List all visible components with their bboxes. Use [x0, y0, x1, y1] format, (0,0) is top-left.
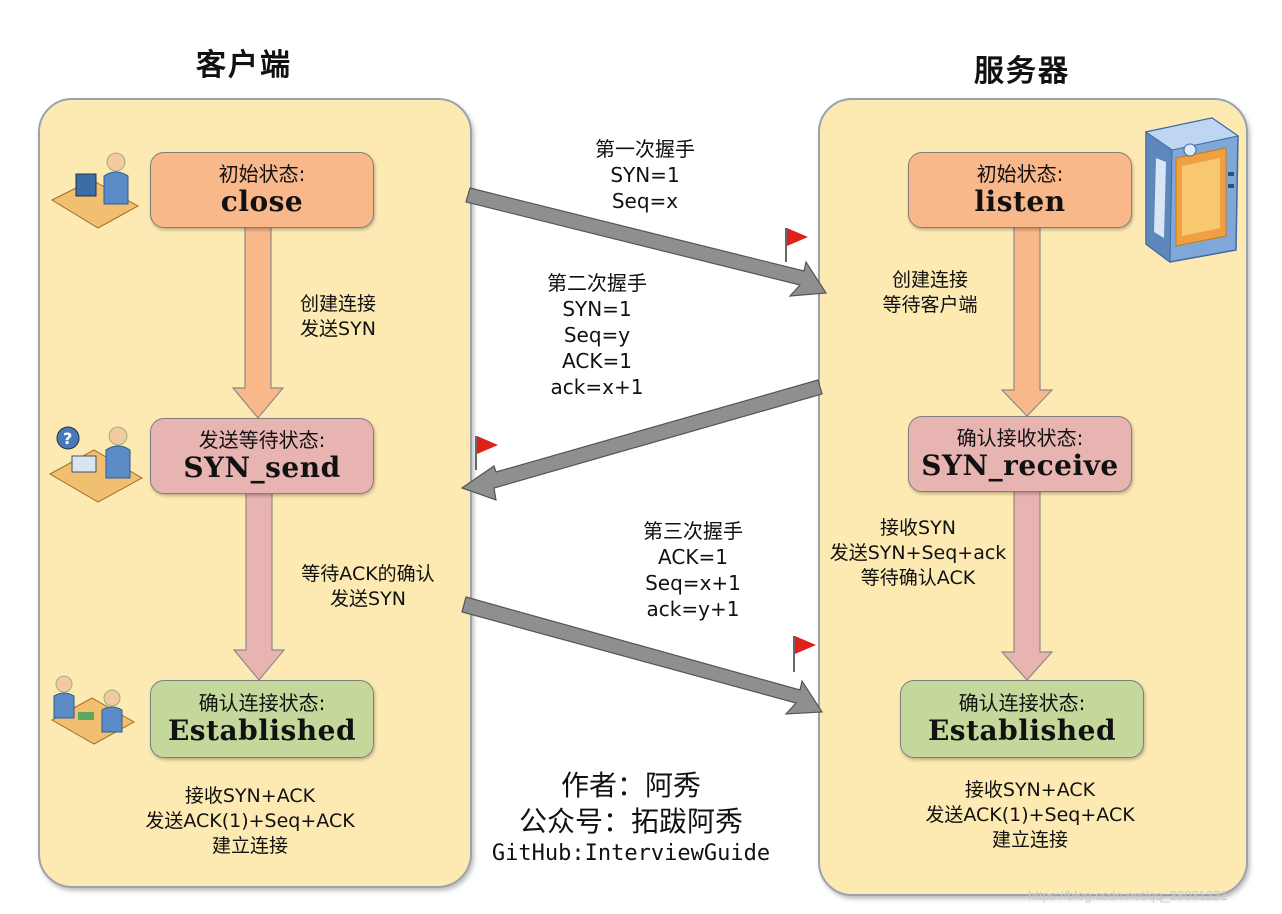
state-value: SYN_send: [183, 451, 341, 484]
handshake-3: 第三次握手 ACK=1 Seq=x+1 ack=y+1: [608, 518, 778, 622]
state-label: 初始状态:: [976, 162, 1064, 186]
handshake-arrow-1: [465, 187, 828, 297]
flag-icon-2: [475, 436, 498, 470]
handshake-line: Seq=x+1: [645, 571, 741, 595]
account-credit: 公众号：拓跋阿秀: [518, 805, 743, 838]
handshake-line: Seq=y: [563, 323, 631, 347]
flag-icon-3: [793, 636, 816, 672]
note-line: 发送SYN: [330, 588, 406, 610]
note-line: 创建连接: [299, 293, 376, 315]
note-line: 建立连接: [211, 835, 288, 857]
svg-text:?: ?: [63, 429, 72, 448]
server-down-arrow-2: [1000, 489, 1054, 681]
server-state-established: 确认连接状态: Established: [900, 680, 1144, 758]
client-down-arrow-2: [232, 491, 286, 681]
handshake-arrow-2: [460, 379, 823, 501]
note-line: 发送SYN+Seq+ack: [829, 542, 1007, 564]
server-title: 服务器: [974, 54, 1070, 89]
note-line: 等待确认ACK: [860, 567, 976, 589]
state-label: 确认连接状态:: [958, 691, 1086, 715]
handshake-1: 第一次握手 SYN=1 Seq=x: [560, 136, 730, 214]
server-state-listen: 初始状态: listen: [908, 152, 1132, 228]
user-computer-icon: [50, 152, 140, 229]
client-final-note: 接收SYN+ACK 发送ACK(1)+Seq+ACK 建立连接: [120, 784, 380, 859]
handshake-line: ACK=1: [658, 545, 728, 569]
handshake-title: 第二次握手: [547, 271, 647, 295]
handshake-line: SYN=1: [610, 163, 680, 187]
flag-icon-1: [785, 228, 808, 262]
watermark: https://blog.csdn.net/qq_38031221: [1028, 888, 1228, 903]
state-value: close: [220, 185, 304, 218]
handshake-line: SYN=1: [562, 297, 632, 321]
client-down-arrow-1: [231, 225, 285, 419]
note-line: 等待客户端: [882, 294, 978, 316]
handshake-title: 第三次握手: [643, 519, 743, 543]
state-value: Established: [167, 714, 357, 747]
state-label: 初始状态:: [218, 162, 306, 186]
server-final-note: 接收SYN+ACK 发送ACK(1)+Seq+ACK 建立连接: [900, 778, 1160, 853]
user-question-icon: ?: [48, 426, 144, 503]
note-line: 接收SYN: [880, 517, 956, 539]
note-line: 接收SYN+ACK: [184, 785, 316, 807]
users-meeting-icon: [50, 675, 136, 745]
state-value: listen: [974, 185, 1066, 218]
note-line: 发送ACK(1)+Seq+ACK: [145, 810, 355, 832]
handshake-line: ack=y+1: [646, 597, 740, 621]
handshake-2: 第二次握手 SYN=1 Seq=y ACK=1 ack=x+1: [512, 270, 682, 400]
note-line: 接收SYN+ACK: [964, 779, 1096, 801]
server-state-syn-receive: 确认接收状态: SYN_receive: [908, 416, 1132, 492]
server-transition-1: 创建连接 等待客户端: [850, 268, 1010, 318]
client-transition-1: 创建连接 发送SYN: [268, 292, 408, 342]
handshake-title: 第一次握手: [595, 137, 695, 161]
client-state-close: 初始状态: close: [150, 152, 374, 228]
state-label: 发送等待状态:: [198, 428, 326, 452]
handshake-line: Seq=x: [611, 189, 679, 213]
handshake-line: ack=x+1: [550, 375, 644, 399]
server-down-arrow-1: [1000, 225, 1054, 417]
client-state-established: 确认连接状态: Established: [150, 680, 374, 758]
note-line: 发送ACK(1)+Seq+ACK: [925, 804, 1135, 826]
handshake-line: ACK=1: [562, 349, 632, 373]
credits: 作者：阿秀 公众号：拓跋阿秀 GitHub:InterviewGuide: [456, 768, 806, 868]
github-credit: GitHub:InterviewGuide: [491, 841, 771, 866]
handshake-arrow-3: [461, 596, 824, 715]
client-state-syn-send: 发送等待状态: SYN_send: [150, 418, 374, 494]
state-label: 确认连接状态:: [198, 691, 326, 715]
author-credit: 作者：阿秀: [560, 769, 701, 802]
server-transition-2: 接收SYN 发送SYN+Seq+ack 等待确认ACK: [820, 516, 1016, 591]
note-line: 创建连接: [891, 269, 968, 291]
state-label: 确认接收状态:: [956, 426, 1084, 450]
state-value: Established: [927, 714, 1117, 747]
note-line: 等待ACK的确认: [301, 563, 435, 585]
note-line: 建立连接: [991, 829, 1068, 851]
note-line: 发送SYN: [300, 318, 376, 340]
client-transition-2: 等待ACK的确认 发送SYN: [278, 562, 458, 612]
state-value: SYN_receive: [921, 449, 1119, 482]
client-title: 客户端: [196, 48, 292, 83]
server-icon: [1144, 117, 1240, 263]
